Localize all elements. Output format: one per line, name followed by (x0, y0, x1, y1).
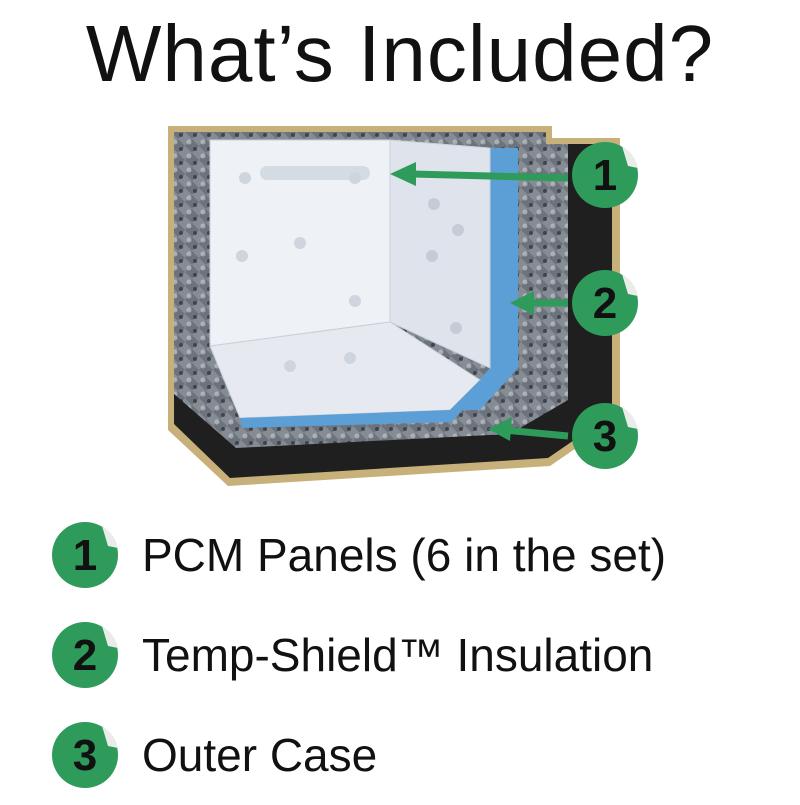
callout-number-2: 2 (593, 279, 617, 328)
legend-number: 1 (73, 531, 97, 580)
legend-number: 3 (73, 731, 97, 780)
legend-label: PCM Panels (6 in the set) (142, 529, 667, 581)
legend-label: Outer Case (142, 729, 378, 781)
pcm-panel-edge (452, 148, 518, 410)
legend-label: Temp-Shield™ Insulation (142, 629, 654, 681)
legend-item-outer-case: 3 Outer Case (50, 705, 790, 805)
cooler-cutaway-svg: 1 2 3 (168, 126, 638, 486)
numbered-badge-icon: 3 (52, 722, 118, 788)
callout-badge-3: 3 (572, 403, 638, 469)
callout-badge-1: 1 (572, 142, 638, 208)
legend-item-pcm-panels: 1 PCM Panels (6 in the set) (50, 505, 790, 605)
pcm-panel-side (389, 139, 491, 369)
numbered-badge-icon: 1 (52, 522, 118, 588)
callout-badge-2: 2 (572, 270, 638, 336)
pcm-floor-edge (240, 380, 480, 428)
callout-number-3: 3 (593, 412, 617, 461)
cooler-cutaway-diagram: 1 2 3 (150, 118, 650, 490)
component-legend: 1 PCM Panels (6 in the set) 2 Temp-Shiel… (50, 505, 790, 805)
callout-number-1: 1 (593, 151, 617, 200)
callout-arrow-1 (411, 170, 569, 182)
legend-item-insulation: 2 Temp-Shield™ Insulation (50, 605, 790, 705)
page-title: What’s Included? (85, 9, 715, 98)
legend-number: 2 (73, 631, 97, 680)
callout-arrow-3 (503, 426, 569, 440)
numbered-badge-icon: 2 (52, 622, 118, 688)
